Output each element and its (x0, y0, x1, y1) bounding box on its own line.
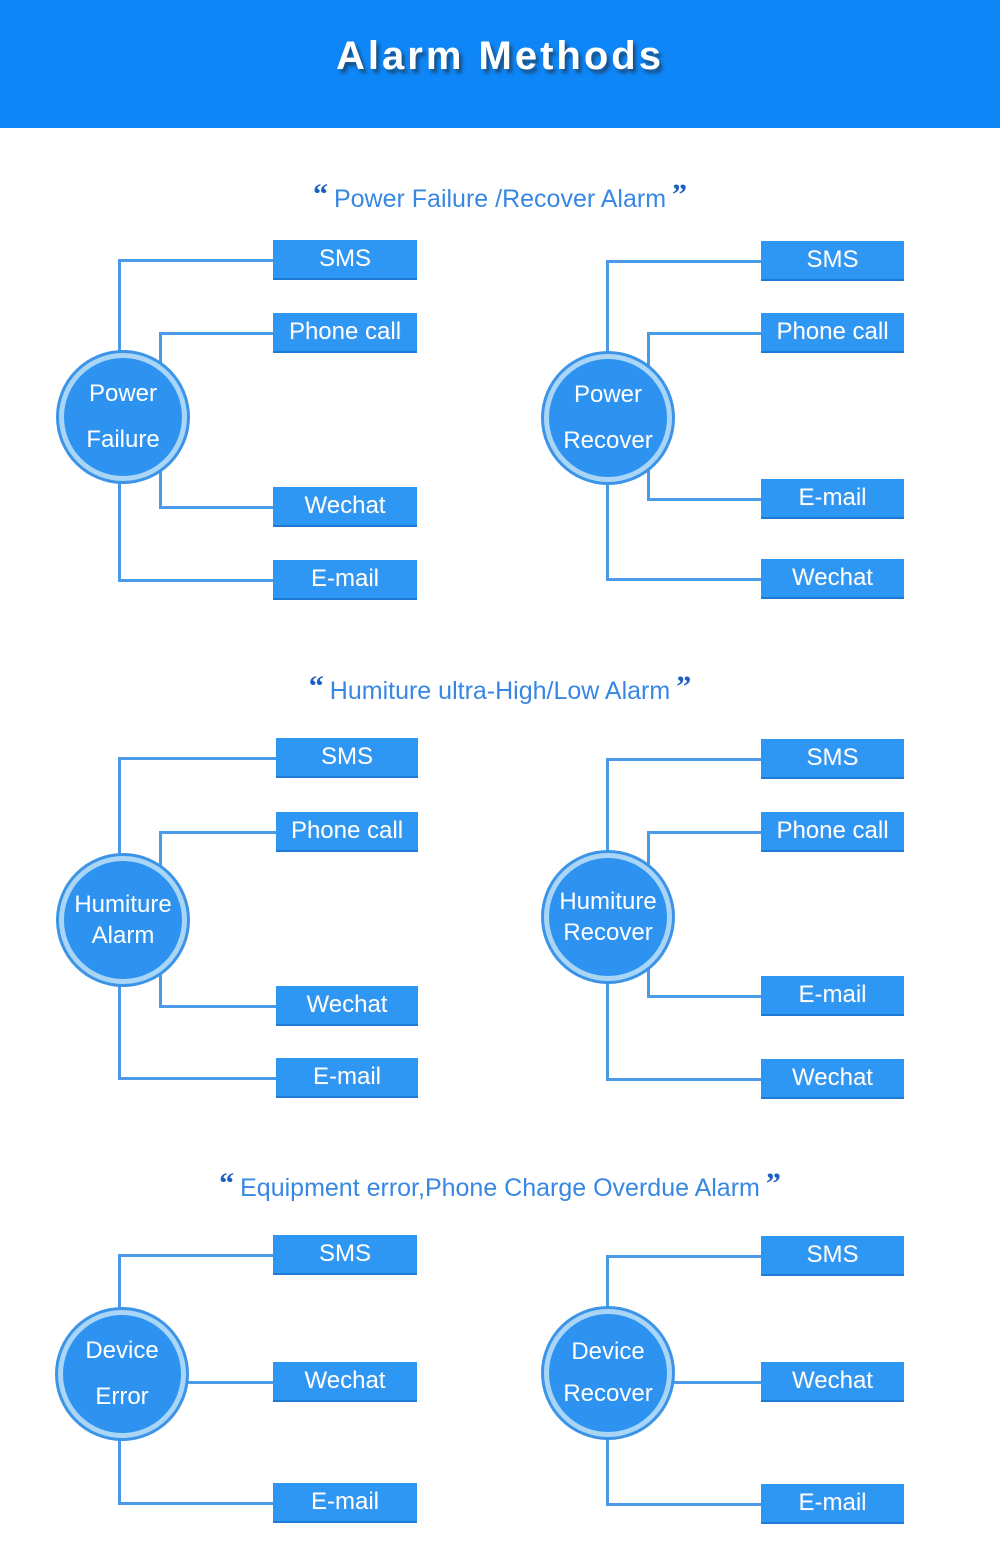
method-box-label: Wechat (304, 1367, 386, 1394)
section-title-power: “Power Failure /Recover Alarm” (0, 180, 1000, 214)
open-quote: “ (312, 178, 328, 211)
connector-line (607, 1078, 762, 1081)
method-box-label: SMS (806, 1241, 859, 1268)
method-box-label: Wechat (792, 564, 873, 591)
node-label-line: Humiture (74, 890, 172, 918)
method-box-label: E-mail (798, 981, 867, 1008)
connector-line (607, 260, 762, 263)
method-box-phone-call: Phone call (761, 313, 904, 353)
method-box-sms: SMS (273, 1235, 417, 1275)
method-box-sms: SMS (276, 738, 418, 778)
method-box-label: Wechat (306, 991, 388, 1018)
section-title-text: Power Failure /Recover Alarm (333, 185, 667, 213)
method-box-e-mail: E-mail (273, 560, 417, 600)
node-label-line: Device (571, 1338, 645, 1365)
close-quote: ” (676, 670, 692, 703)
method-box-label: E-mail (312, 1063, 381, 1090)
method-box-label: SMS (318, 1240, 371, 1267)
method-box-label: Phone call (288, 318, 402, 345)
method-box-label: SMS (806, 246, 859, 273)
close-quote: ” (672, 178, 688, 211)
connector-line (607, 578, 762, 581)
node-label-line: Recover (563, 1380, 653, 1407)
connector-line (607, 758, 762, 761)
node-label-line: Error (95, 1383, 149, 1410)
method-box-label: Wechat (792, 1367, 873, 1394)
node-label-line: Recover (563, 918, 653, 946)
connector-line (648, 995, 762, 998)
page-title: Alarm Methods (336, 33, 664, 78)
method-box-label: SMS (320, 743, 373, 770)
method-box-e-mail: E-mail (761, 479, 904, 519)
method-box-e-mail: E-mail (273, 1483, 417, 1523)
method-box-label: E-mail (310, 565, 379, 592)
method-box-label: Phone call (290, 817, 404, 844)
node-label-line: Device (85, 1337, 159, 1364)
connector-line (119, 1502, 274, 1505)
connector-line (119, 757, 277, 760)
node-label-line: Failure (86, 426, 160, 453)
method-box-label: Wechat (304, 492, 386, 519)
connector-line (119, 579, 274, 582)
connector-line (648, 498, 762, 501)
connector-line (648, 332, 762, 335)
open-quote: “ (308, 670, 324, 703)
method-box-sms: SMS (761, 241, 904, 281)
method-box-label: E-mail (310, 1488, 379, 1515)
node-label-line: Power (573, 381, 643, 408)
connector-line (160, 332, 274, 335)
method-box-phone-call: Phone call (273, 313, 417, 353)
close-quote: ” (765, 1167, 781, 1200)
node-label-line: Humiture (559, 887, 657, 915)
connector-line (122, 1381, 274, 1384)
method-box-label: E-mail (798, 484, 867, 511)
connector-line (119, 259, 274, 262)
node-label-line: Recover (563, 427, 653, 454)
method-box-wechat: Wechat (761, 1059, 904, 1099)
method-box-e-mail: E-mail (761, 1484, 904, 1524)
method-box-label: Phone call (776, 318, 889, 345)
connector-line (160, 831, 277, 834)
connector-line (648, 831, 762, 834)
section-title-humiture: “Humiture ultra-High/Low Alarm” (0, 672, 1000, 706)
open-quote: “ (219, 1167, 235, 1200)
method-box-label: SMS (806, 744, 859, 771)
method-box-label: Wechat (792, 1064, 873, 1091)
method-box-label: SMS (318, 245, 371, 272)
connector-line (119, 1077, 277, 1080)
method-box-phone-call: Phone call (761, 812, 904, 852)
connector-line (160, 1005, 277, 1008)
connector-line (607, 1503, 762, 1506)
method-box-sms: SMS (761, 1236, 904, 1276)
connector-line (607, 1255, 762, 1258)
connector-line (119, 1254, 274, 1257)
method-box-sms: SMS (761, 739, 904, 779)
app-header: Alarm Methods (0, 0, 1000, 128)
section-title-text: Humiture ultra-High/Low Alarm (329, 677, 671, 705)
node-label-line: Power (88, 380, 158, 407)
method-box-wechat: Wechat (273, 1362, 417, 1402)
method-box-label: Phone call (776, 817, 889, 844)
method-box-label: E-mail (798, 1489, 867, 1516)
method-box-e-mail: E-mail (761, 976, 904, 1016)
method-box-wechat: Wechat (761, 1362, 904, 1402)
section-title-text: Equipment error,Phone Charge Overdue Ala… (240, 1174, 760, 1202)
method-box-sms: SMS (273, 240, 417, 280)
method-box-wechat: Wechat (276, 986, 418, 1026)
method-box-e-mail: E-mail (276, 1058, 418, 1098)
node-label-line: Alarm (91, 921, 155, 949)
section-title-equipment: “Equipment error,Phone Charge Overdue Al… (0, 1169, 1000, 1203)
method-box-wechat: Wechat (273, 487, 417, 527)
connector-line (608, 1381, 762, 1384)
method-box-phone-call: Phone call (276, 812, 418, 852)
connector-line (160, 506, 274, 509)
method-box-wechat: Wechat (761, 559, 904, 599)
